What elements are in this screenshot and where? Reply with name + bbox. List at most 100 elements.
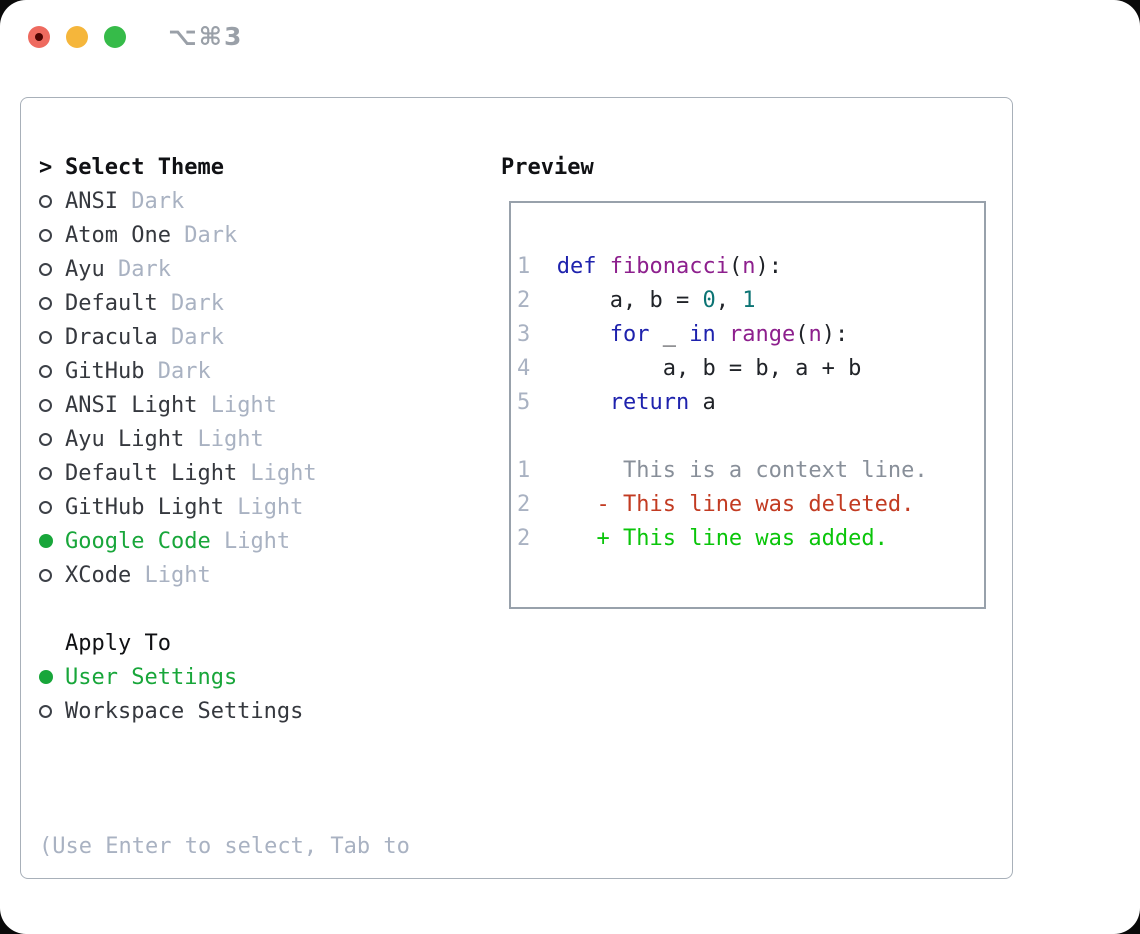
code-token: for <box>609 322 650 347</box>
theme-variant: Dark <box>144 358 211 384</box>
theme-option-label: Ayu Light Light <box>65 427 264 452</box>
theme-variant: Light <box>184 426 264 452</box>
theme-variant: Dark <box>157 290 224 316</box>
line-number: 5 <box>517 390 557 415</box>
theme-option-label: GitHub Light Light <box>65 495 303 520</box>
radio-icon <box>39 364 65 378</box>
theme-variant: Light <box>197 392 277 418</box>
code-token <box>597 254 610 279</box>
code-token: ): <box>821 322 849 347</box>
line-number: 4 <box>517 356 557 381</box>
radio-icon <box>39 704 65 718</box>
theme-option-default-dark[interactable]: Default Dark <box>39 286 489 320</box>
theme-option-github-light-light[interactable]: GitHub Light Light <box>39 490 489 524</box>
theme-name: GitHub Light <box>65 494 224 520</box>
theme-variant: Light <box>131 562 211 588</box>
theme-option-ayu-dark[interactable]: Ayu Dark <box>39 252 489 286</box>
radio-icon <box>39 432 65 446</box>
code-token: a <box>689 390 716 415</box>
code-token <box>557 390 610 415</box>
theme-variant: Dark <box>117 188 185 214</box>
radio-icon <box>39 296 65 310</box>
line-number: 1 <box>517 458 597 483</box>
code-token: a, b = <box>556 288 703 313</box>
theme-option-label: Default Light Light <box>65 461 317 486</box>
theme-option-label: XCode Light <box>65 563 211 588</box>
theme-name: ANSI Light <box>65 392 198 418</box>
radio-icon <box>39 568 65 582</box>
radio-icon <box>39 500 65 514</box>
help-text-line-1: (Use Enter to select, Tab to <box>39 834 410 859</box>
diff-text: This is a context line. <box>596 458 928 483</box>
code-token: , <box>715 288 743 313</box>
diff-line-deleted: 2 - This line was deleted. <box>517 488 984 522</box>
theme-option-atom-one-dark[interactable]: Atom One Dark <box>39 218 489 252</box>
theme-variant: Dark <box>170 222 238 248</box>
theme-name: Dracula <box>65 324 158 350</box>
line-number: 3 <box>517 322 557 347</box>
code-token: ( <box>795 322 809 347</box>
radio-selected-icon <box>39 534 65 548</box>
theme-variant: Light <box>223 494 304 520</box>
apply-to-heading-row: Apply To <box>39 626 489 660</box>
code-token: fibonacci <box>609 254 729 279</box>
theme-name: Ayu Light <box>65 426 185 452</box>
code-token: _ <box>649 322 690 347</box>
diff-line-context: 1 This is a context line. <box>517 454 984 488</box>
selection-cursor: > <box>39 154 53 180</box>
theme-option-ansi-dark[interactable]: ANSI Dark <box>39 184 489 218</box>
radio-icon <box>39 262 65 276</box>
theme-name: Default <box>65 290 158 316</box>
diff-lines: 1 This is a context line.2 - This line w… <box>517 454 984 556</box>
radio-selected-icon <box>39 670 65 684</box>
theme-option-default-light-light[interactable]: Default Light Light <box>39 456 489 490</box>
theme-name: ANSI <box>65 188 118 214</box>
theme-option-ansi-light-light[interactable]: ANSI Light Light <box>39 388 489 422</box>
apply-option-label: User Settings <box>65 664 238 690</box>
theme-option-label: Ayu Dark <box>65 257 171 282</box>
close-button[interactable] <box>28 26 50 48</box>
apply-option-user-settings[interactable]: User Settings <box>39 660 489 694</box>
theme-option-dracula-dark[interactable]: Dracula Dark <box>39 320 489 354</box>
theme-option-google-code-light[interactable]: Google Code Light <box>39 524 489 558</box>
code-line-5: 5 return a <box>517 386 984 420</box>
code-token: n <box>808 322 822 347</box>
zoom-button[interactable] <box>104 26 126 48</box>
code-token: 1 <box>742 288 756 313</box>
theme-name: XCode <box>65 562 132 588</box>
code-token: a, b = b, a + b <box>556 356 862 381</box>
theme-variant: Light <box>237 460 317 486</box>
theme-name: Ayu <box>65 256 105 282</box>
code-line-2: 2 a, b = 0, 1 <box>517 284 984 318</box>
apply-to-heading: Apply To <box>65 630 171 656</box>
code-token: 0 <box>702 288 716 313</box>
theme-option-github-dark[interactable]: GitHub Dark <box>39 354 489 388</box>
window-title: ⌥⌘3 <box>168 22 244 51</box>
help-text: (Use Enter to select, Tab to change focu… <box>39 762 489 934</box>
minimize-button[interactable] <box>66 26 88 48</box>
apply-option-label: Workspace Settings <box>65 698 304 724</box>
select-theme-heading-row: > Select Theme <box>39 150 489 184</box>
line-number: 2 <box>517 288 557 313</box>
select-theme-heading: Select Theme <box>65 154 224 180</box>
theme-name: Atom One <box>65 222 171 248</box>
theme-option-label: Google Code Light <box>65 529 290 554</box>
code-token: in <box>689 322 716 347</box>
line-number: 2 <box>517 492 597 517</box>
radio-icon <box>39 228 65 242</box>
theme-option-ayu-light-light[interactable]: Ayu Light Light <box>39 422 489 456</box>
theme-option-xcode-light[interactable]: XCode Light <box>39 558 489 592</box>
diff-line-added: 2 + This line was added. <box>517 522 984 556</box>
apply-option-workspace-settings[interactable]: Workspace Settings <box>39 694 489 728</box>
theme-name: GitHub <box>65 358 145 384</box>
code-token <box>557 322 610 347</box>
code-token: range <box>728 322 796 347</box>
theme-option-label: Dracula Dark <box>65 325 224 350</box>
theme-name: Default Light <box>65 460 238 486</box>
code-token: n <box>742 254 756 279</box>
